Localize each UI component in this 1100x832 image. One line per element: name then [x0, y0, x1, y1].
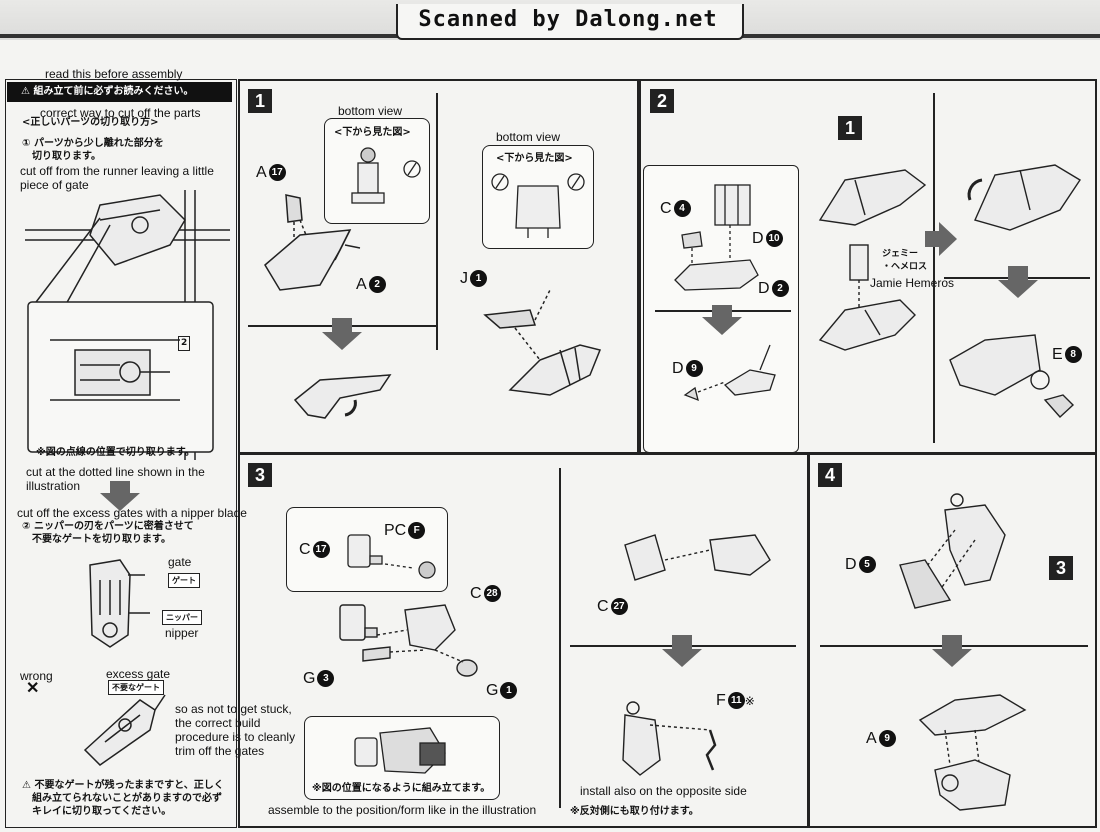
jamie-jp: ジェミー ・ヘメロス [882, 249, 928, 272]
step4-frame [808, 453, 1097, 828]
step4-drawing-1 [899, 493, 1006, 609]
step3-vr [559, 468, 561, 808]
nipper-tag: ニッパー [162, 610, 202, 625]
gate-illustration [89, 559, 150, 648]
opposite-en: install also on the opposite side [580, 784, 747, 798]
step2-sub-drawing-2 [683, 344, 776, 402]
step1-callout-drawing-1 [351, 147, 421, 204]
correct-way-en: correct way to cut off the parts [40, 106, 201, 120]
nipper-en: nipper [165, 626, 199, 640]
read-before-label: read this before assembly [45, 67, 183, 81]
correct-way-jp: <正しいパーツの切り取り方> [22, 117, 159, 128]
wrong-mark: ✕ [26, 680, 40, 697]
step3-callout-drawing [347, 534, 436, 579]
header-tab [396, 4, 744, 40]
step1-jp: ① パーツから少し離れた部分を 切り取ります。 [22, 138, 164, 162]
step1-bottom-view-jp-2: <下から見た図> [496, 153, 573, 164]
warning-jp: 組み立て前に必ずお読みください。 [33, 86, 194, 97]
step2-drawing-right-1 [967, 164, 1081, 231]
step4-down [932, 635, 972, 667]
step3-callout-drawing-2 [354, 727, 446, 774]
step1-assembly-1 [264, 194, 361, 291]
step3-right-down [662, 635, 702, 667]
jamie-en: Jamie Hemeros [870, 276, 955, 290]
gate-tag: ゲート [168, 573, 200, 588]
step1-number: 1 [248, 89, 272, 113]
header-title: Scanned by Dalong.net [418, 7, 718, 32]
excess-gate-en: excess gate [106, 667, 171, 681]
step3-right-drawing-2 [622, 701, 717, 776]
dotted-line-en: cut at the dotted line shown in the illu… [26, 465, 205, 493]
step1-result-1 [293, 374, 392, 419]
step1-bottom-view-en-1: bottom view [338, 104, 403, 118]
opposite-jp: ※反対側にも取り付けます。 [570, 806, 699, 817]
step1-down-arrow [322, 318, 362, 350]
wrong-illustration [83, 694, 166, 766]
step2-sub-ref: 1 [838, 116, 862, 140]
warning-bar: ⚠ 組み立て前に必ずお読みください。 [7, 82, 232, 102]
step2-jp: ② ニッパーの刃をパーツに密着させて 不要なゲートを切り取ります。 [22, 521, 194, 545]
step4-number: 4 [818, 463, 842, 487]
step2-number: 2 [650, 89, 674, 113]
step3-assembly [339, 604, 478, 677]
step1-en: cut off from the runner leaving a little… [20, 164, 214, 192]
step2-drawing-right-2 [949, 334, 1075, 418]
step1-bottom-view-en-2: bottom view [496, 130, 561, 144]
step3-callout-jp: ※図の位置になるように組み立てます。 [312, 783, 491, 794]
step2-sub-drawing [674, 184, 759, 291]
step3-number: 3 [248, 463, 272, 487]
runner-illustration [25, 190, 230, 460]
detail-note-jp: ※図の点線の位置で切り取ります。 [36, 447, 195, 458]
wrong-en: wrong [20, 669, 53, 683]
step1-vr [436, 93, 438, 350]
left-panel [5, 79, 237, 828]
step2-sub-arrow [702, 305, 742, 335]
gate-en: gate [168, 555, 192, 569]
excess-tag: 不要なゲート [108, 680, 164, 695]
step1-bottom-view-jp-1: <下から見た図> [334, 127, 411, 138]
assemble-en: assemble to the position/form like in th… [268, 803, 537, 817]
step3-right-drawing-1 [624, 534, 771, 581]
down-arrow-left [100, 481, 140, 511]
nipper-blade-en: cut off the excess gates with a nipper b… [17, 506, 247, 520]
step1-assembly-2 [483, 289, 602, 396]
step4-drawing-2 [918, 694, 1027, 811]
step1-callout-drawing-2 [491, 173, 585, 238]
step4-ref-3: 3 [1049, 556, 1073, 580]
bottom-warning-jp: ⚠ 不要なゲートが残ったままですと、正しく 組み立てられないことがありますので必… [22, 780, 224, 817]
detail-num: 2 [178, 336, 191, 351]
step2-right-arrow [925, 222, 957, 256]
step2-vr [933, 93, 935, 443]
step2-drawing-main [818, 169, 927, 351]
step2-right-down [998, 266, 1038, 298]
